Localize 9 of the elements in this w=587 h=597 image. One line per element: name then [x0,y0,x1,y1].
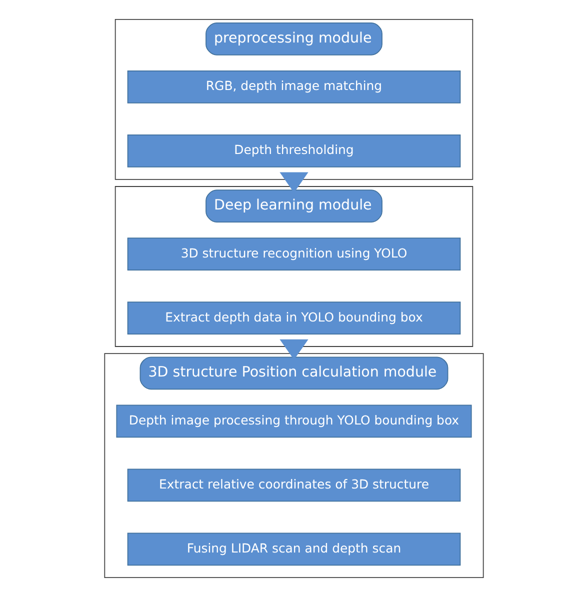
arrow [279,172,308,193]
node-box: Depth image processing through YOLO bounding box [116,404,472,438]
node-box: Extract depth data in YOLO bounding box [126,302,460,334]
arrow [279,339,308,360]
node-box: Depth thresholding [126,134,460,168]
node-box: Fusing LIDAR scan and depth scan [126,532,460,566]
node-box: RGB, depth image matching [126,70,460,104]
node-box: Extract relative coordinates of 3D structure [126,468,460,502]
node-box: 3D structure recognition using YOLO [126,238,460,270]
